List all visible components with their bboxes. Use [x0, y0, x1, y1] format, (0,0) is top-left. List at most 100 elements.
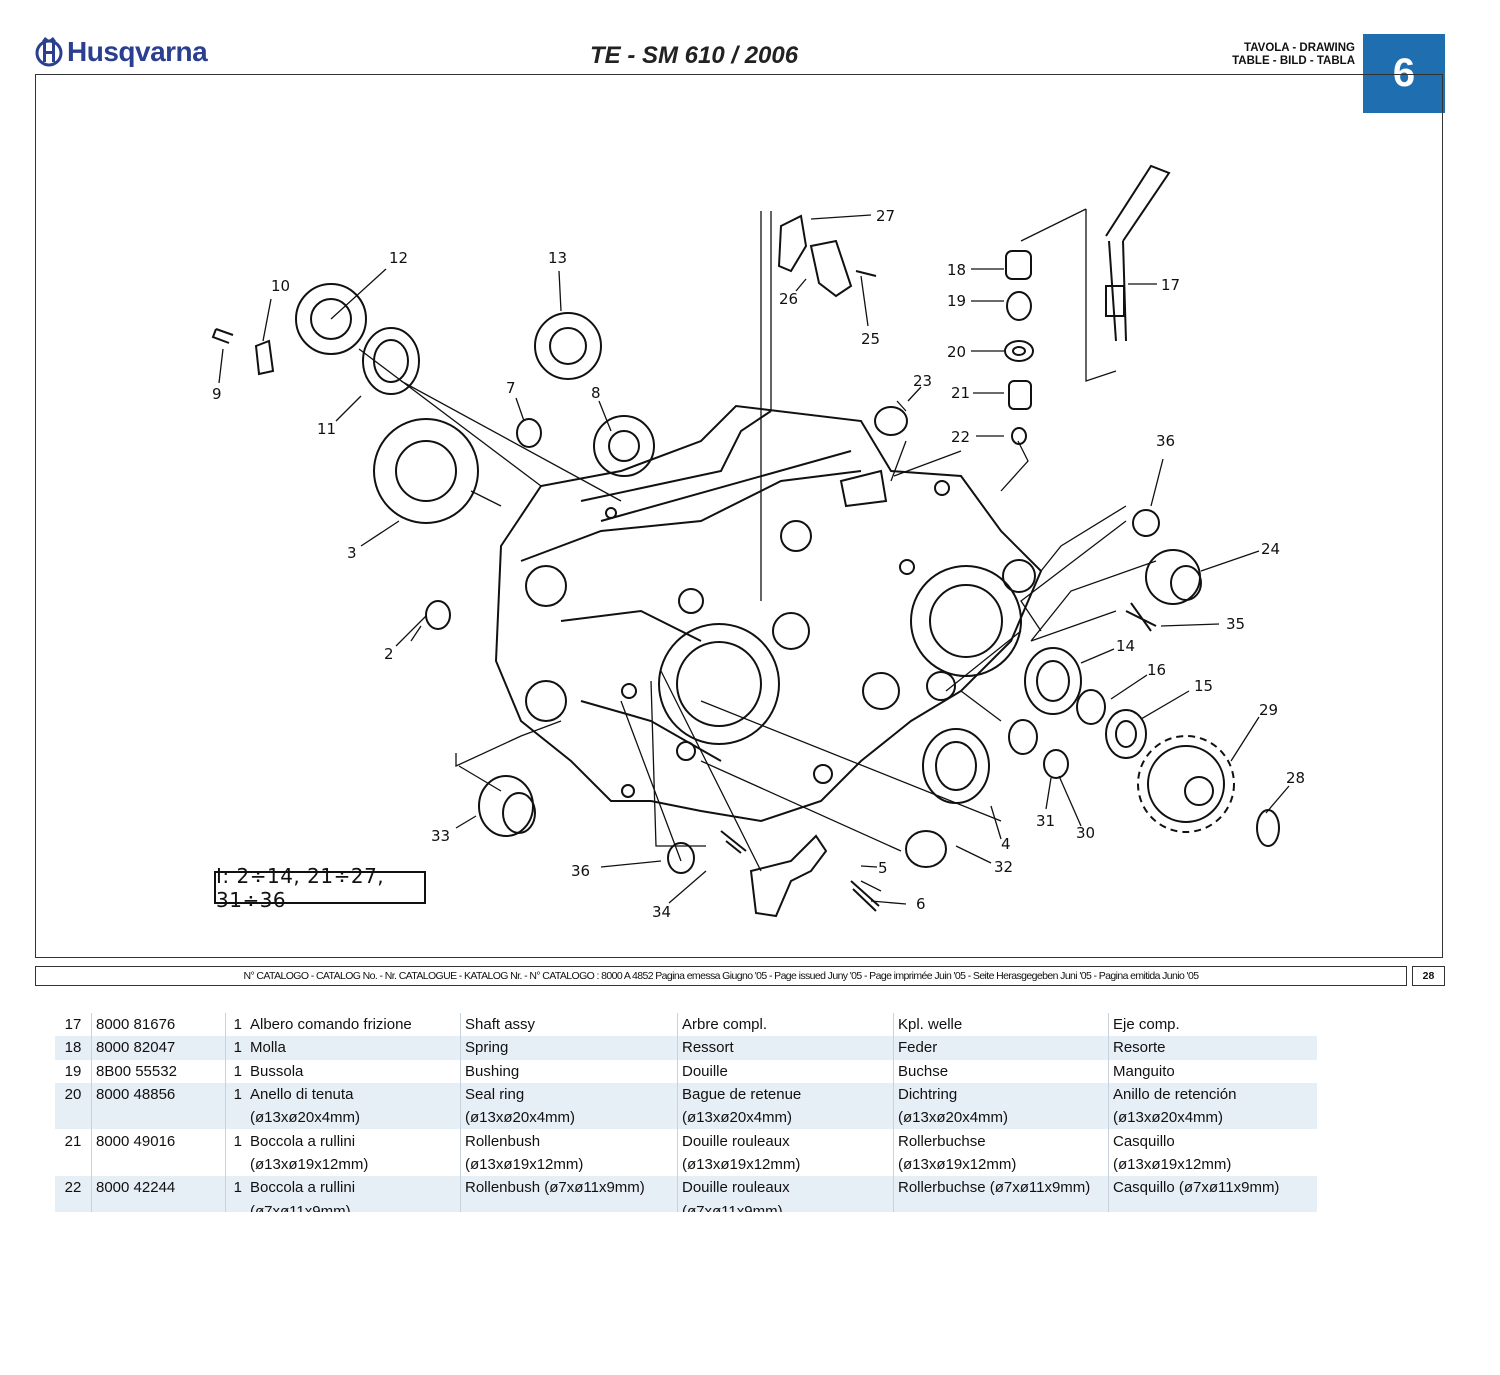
cell-ref [55, 1152, 92, 1177]
table-row: (ø13xø19x12mm)(ø13xø19x12mm)(ø13xø19x12m… [55, 1152, 1317, 1177]
callout-26: 26 [779, 290, 798, 308]
cell-es: (ø13xø19x12mm) [1113, 1155, 1232, 1173]
callout-18: 18 [947, 261, 966, 279]
cell-code [91, 1199, 226, 1212]
cell-en: (ø13xø20x4mm) [460, 1106, 678, 1130]
callout-19: 19 [947, 292, 966, 310]
cell-en [460, 1199, 678, 1212]
cell-ref [55, 1199, 92, 1212]
callout-14: 14 [1116, 637, 1135, 655]
cell-es: Resorte [1108, 1036, 1317, 1060]
husqvarna-crown-icon [35, 37, 63, 67]
callout-17: 17 [1161, 276, 1180, 294]
cell-fr: (ø13xø19x12mm) [677, 1152, 894, 1177]
cell-code: 8B00 55532 [91, 1059, 226, 1083]
cell-ref: 20 [55, 1082, 92, 1107]
cell-de [893, 1199, 1109, 1212]
callout-16: 16 [1147, 661, 1166, 679]
cell-de: (ø13xø20x4mm) [893, 1106, 1109, 1130]
cell-ref: 18 [55, 1036, 92, 1060]
callout-24: 24 [1261, 540, 1280, 558]
callout-4: 4 [1001, 835, 1011, 853]
cell-es: (ø13xø20x4mm) [1108, 1106, 1317, 1130]
cell-it: (ø13xø19x12mm) [246, 1152, 461, 1177]
callout-13: 13 [548, 249, 567, 267]
cell-fr: Douille rouleaux [677, 1176, 894, 1200]
callout-5: 5 [878, 859, 888, 877]
page-number: 28 [1412, 966, 1445, 986]
cell-code: 8000 42244 [91, 1176, 226, 1200]
cell-en: Shaft assy [460, 1013, 678, 1037]
table-row: (ø13xø20x4mm)(ø13xø20x4mm)(ø13xø20x4mm)(… [55, 1106, 1317, 1130]
catalog-info-line: N° CATALOGO - CATALOG No. - Nr. CATALOGU… [35, 966, 1407, 986]
cell-qty [225, 1199, 246, 1212]
cell-qty [225, 1106, 246, 1130]
cell-code: 8000 49016 [91, 1129, 226, 1153]
cell-code [91, 1152, 226, 1177]
callout-34: 34 [652, 903, 671, 921]
callout-3: 3 [347, 544, 357, 562]
cell-en: Spring [460, 1036, 678, 1060]
cell-fr: Arbre compl. [677, 1013, 894, 1037]
cell-en: Bushing [460, 1059, 678, 1083]
cell-code: 8000 82047 [91, 1036, 226, 1060]
cell-fr: Ressort [677, 1036, 894, 1060]
cell-ref: 17 [55, 1013, 92, 1037]
cell-de: Rollerbuchse [893, 1129, 1109, 1153]
cell-de: Dichtring [893, 1082, 1109, 1107]
document-title: TE - SM 610 / 2006 [590, 42, 799, 69]
exploded-drawing: 2 3 4 5 6 7 8 9 10 11 12 13 14 15 16 17 … [35, 74, 1443, 958]
cell-fr: (ø7xø11x9mm) [677, 1199, 894, 1212]
table-caption: TAVOLA - DRAWING TABLE - BILD - TABLA [1232, 42, 1355, 68]
callout-33: 33 [431, 827, 450, 845]
brand-name: Husqvarna [67, 36, 208, 67]
table-row: (ø7xø11x9mm)(ø7xø11x9mm) [55, 1199, 1317, 1212]
cell-qty: 1 [233, 1016, 242, 1034]
cell-es: Eje comp. [1113, 1016, 1180, 1034]
cell-fr: Douille [677, 1059, 894, 1083]
cell-qty: 1 [225, 1082, 246, 1107]
callout-30: 30 [1076, 824, 1095, 842]
cell-ref: 19 [55, 1059, 92, 1083]
cell-it: Boccola a rullini [246, 1176, 461, 1200]
cell-it: Boccola a rullini [246, 1129, 461, 1153]
crankcase-exploded-view: 2 3 4 5 6 7 8 9 10 11 12 13 14 15 16 17 … [211, 164, 1305, 921]
callout-10: 10 [271, 277, 290, 295]
cell-de: Buchse [893, 1059, 1109, 1083]
callout-23: 23 [913, 372, 932, 390]
callout-35: 35 [1226, 615, 1245, 633]
callout-9: 9 [212, 385, 222, 403]
callout-32: 32 [994, 858, 1013, 876]
callout-6: 6 [916, 895, 926, 913]
callout-27: 27 [876, 207, 895, 225]
cell-qty: 1 [233, 1132, 242, 1150]
cell-en: (ø13xø19x12mm) [460, 1152, 678, 1177]
cell-es [1108, 1199, 1317, 1212]
cell-fr: (ø13xø20x4mm) [677, 1106, 894, 1130]
callout-numbers: 2 3 4 5 6 7 8 9 10 11 12 13 14 15 16 17 … [212, 207, 1305, 921]
assembly-range-note: I: 2÷14, 21÷27, 31÷36 [214, 864, 426, 912]
crankcase-outline [494, 404, 1043, 823]
callout-2: 2 [384, 645, 394, 663]
cell-it: Molla [246, 1036, 461, 1060]
callout-36: 36 [1156, 432, 1175, 450]
callout-12: 12 [389, 249, 408, 267]
callout-36b: 36 [571, 862, 590, 880]
table-number-tab: 6 [1363, 34, 1445, 113]
cell-es: Anillo de retención [1108, 1082, 1317, 1107]
cell-code: 8000 48856 [91, 1082, 226, 1107]
table-caption-line-2: TABLE - BILD - TABLA [1232, 55, 1355, 67]
cell-code: 8000 81676 [91, 1013, 226, 1037]
cell-it: (ø13xø20x4mm) [246, 1106, 461, 1130]
callout-15: 15 [1194, 677, 1213, 695]
cell-fr: Bague de retenue [677, 1082, 894, 1107]
cell-it: Albero comando frizione [246, 1013, 461, 1037]
callout-31: 31 [1036, 812, 1055, 830]
cell-es: Casquillo (ø7xø11x9mm) [1108, 1176, 1317, 1200]
